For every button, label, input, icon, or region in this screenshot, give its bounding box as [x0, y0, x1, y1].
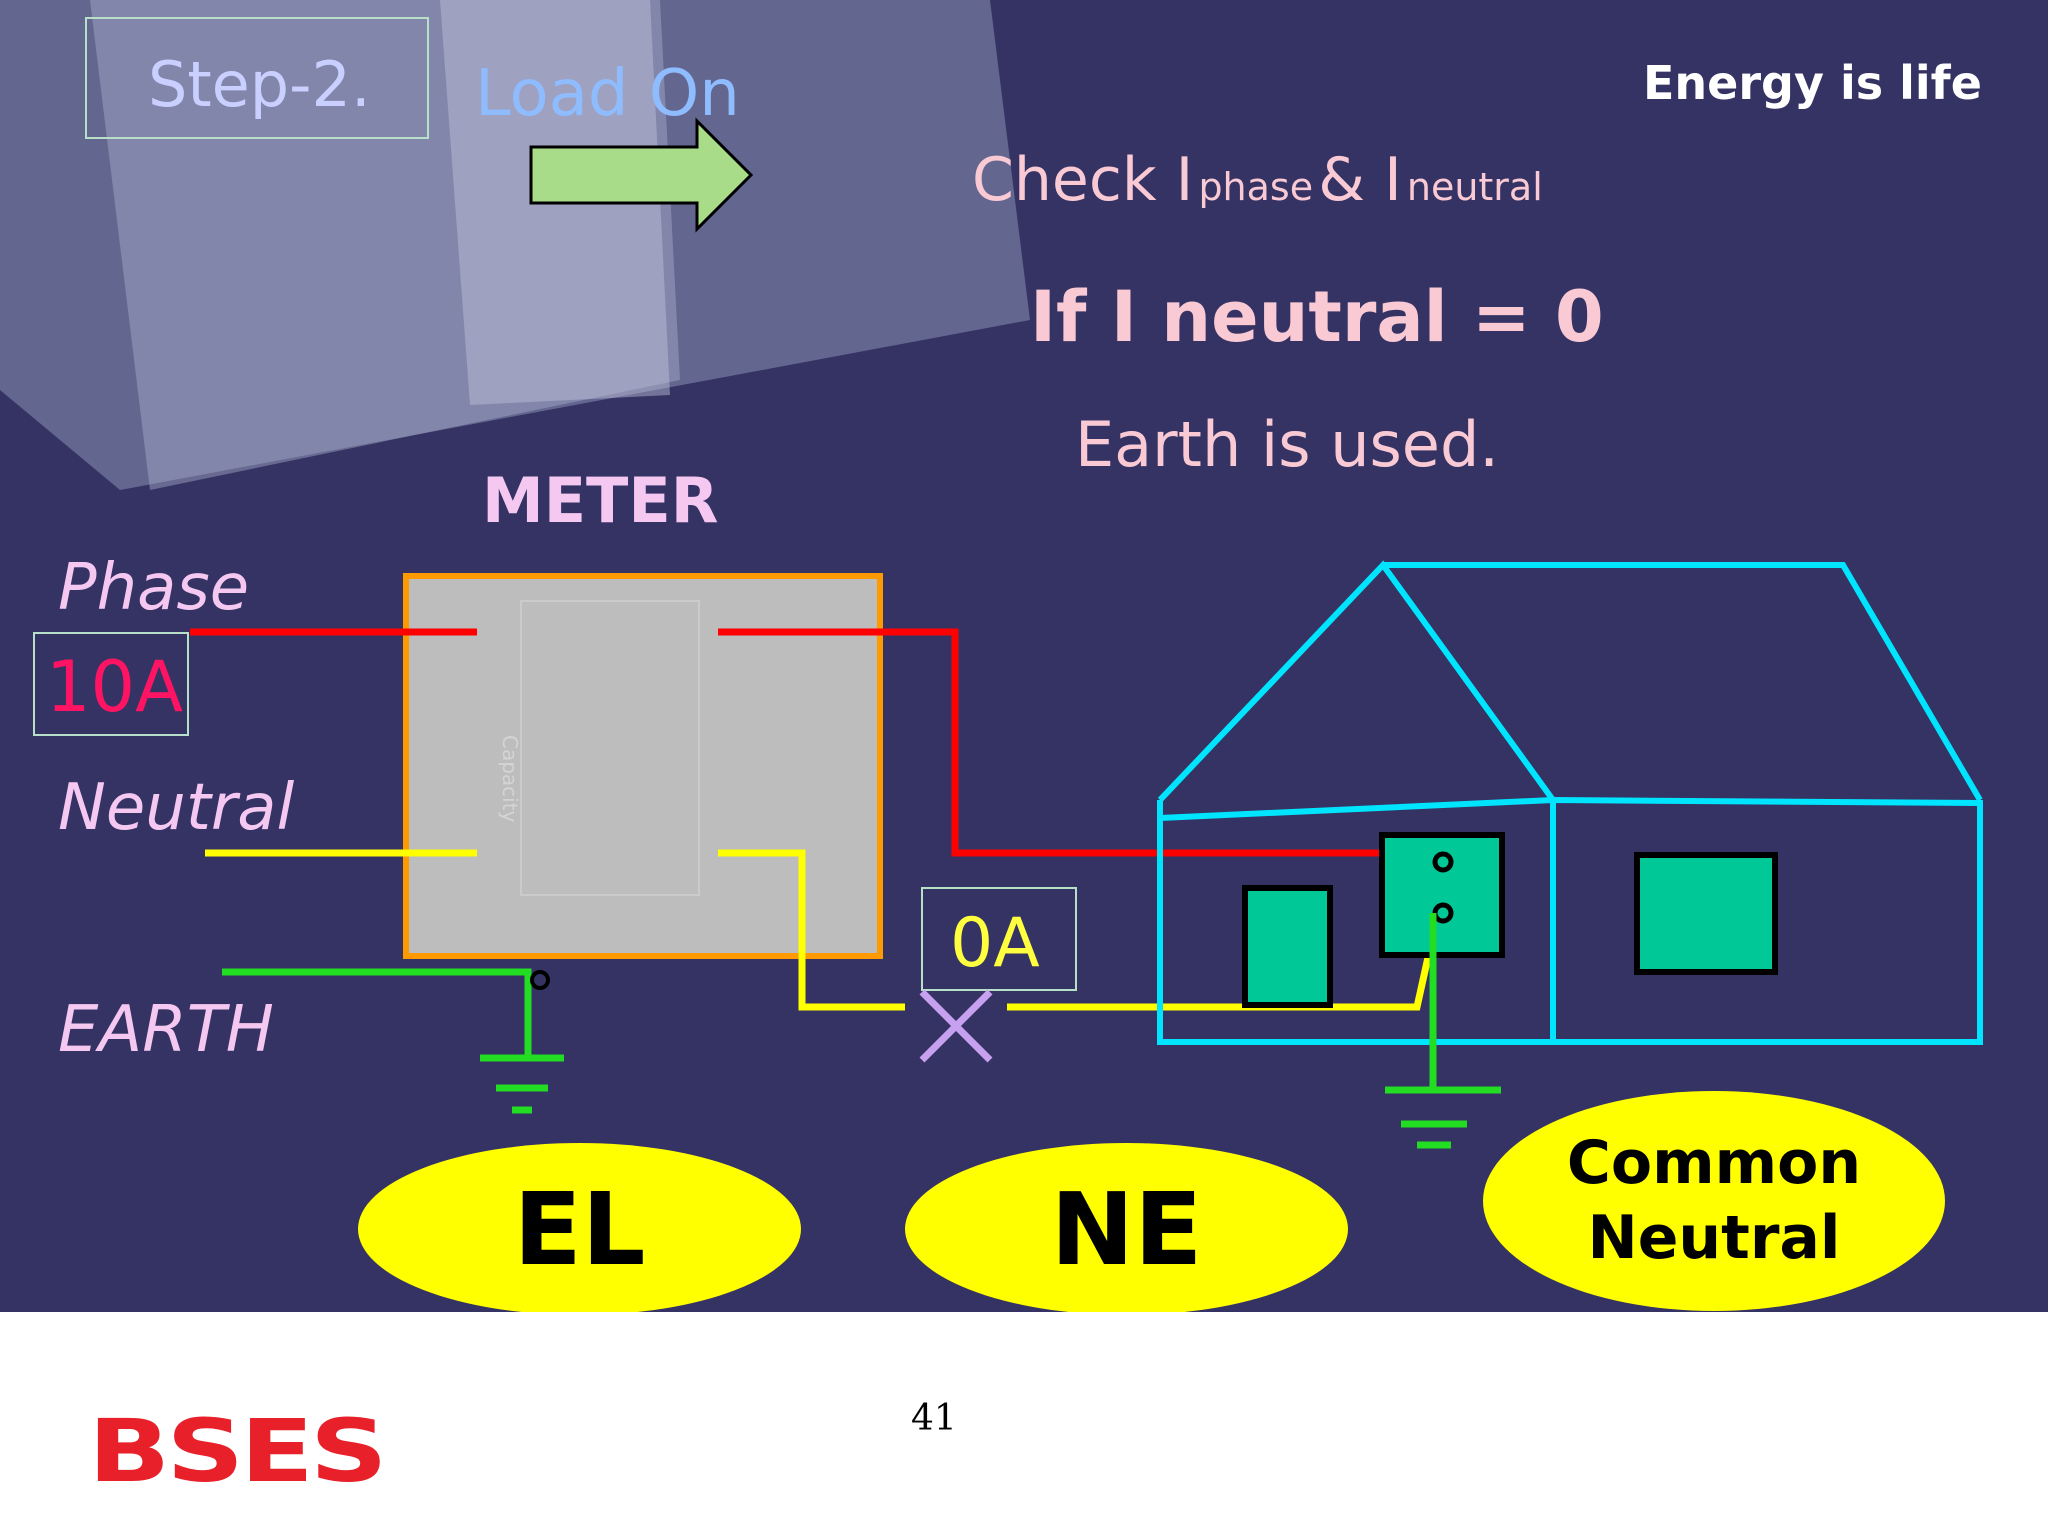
slide: Step-2. Load On Energy is life Check I p…: [0, 0, 2048, 1312]
check-amp: & I: [1318, 145, 1402, 215]
arrow-right-icon: [529, 117, 754, 233]
bses-logo: BSES: [88, 1402, 388, 1502]
check-heading: Check I phase & I neutral: [972, 150, 1543, 210]
earth-terminal: [530, 970, 550, 990]
earth-label: EARTH: [58, 993, 274, 1067]
socket-pin: [1432, 851, 1454, 873]
house-window: [1634, 852, 1778, 975]
meter-title: METER: [482, 464, 719, 537]
step-label: Step-2.: [148, 48, 371, 121]
break-cross-icon: [919, 989, 993, 1063]
neutral-label: Neutral: [58, 771, 295, 845]
phase-current: 10A: [46, 646, 183, 728]
earth-wire: [222, 968, 532, 1058]
phase-current-box: [33, 632, 189, 736]
oval-common-line2: Neutral: [1587, 1203, 1841, 1273]
meter-inner-panel: [520, 600, 700, 896]
oval-ne: NE: [905, 1143, 1348, 1312]
circuit-diagram: [190, 560, 1983, 1149]
oval-common-line1: Common: [1566, 1128, 1862, 1198]
tagline: Energy is life: [1643, 56, 1982, 110]
load-on-label: Load On: [475, 57, 740, 131]
neutral-current: 0A: [950, 904, 1040, 983]
house-roof: [1157, 560, 1556, 803]
check-phase: phase: [1198, 165, 1314, 209]
page-number: 41: [911, 1398, 957, 1439]
neutral-wire: [1007, 902, 1444, 1011]
phase-wire: [718, 628, 1432, 857]
oval-common-neutral: Common Neutral: [1483, 1091, 1945, 1311]
neutral-current-box: [921, 887, 1077, 991]
check-prefix: Check I: [972, 145, 1194, 215]
panel-decoration: [0, 0, 1030, 490]
house-roof: [1383, 562, 1983, 802]
check-neutral: neutral: [1406, 165, 1543, 209]
condition-text: If I neutral = 0: [1030, 276, 1604, 358]
oval-el: EL: [358, 1143, 801, 1312]
oval-ne-text: NE: [1050, 1170, 1203, 1288]
panel-decoration: [90, 0, 680, 490]
conclusion-text: Earth is used.: [1075, 408, 1500, 481]
phase-label: Phase: [58, 551, 250, 625]
oval-el-text: EL: [513, 1170, 646, 1288]
background-panels: [0, 0, 1030, 490]
step-label-box: [85, 17, 429, 139]
neutral-wire: [718, 849, 905, 1011]
house-socket: [1379, 832, 1505, 958]
house-door: [1242, 885, 1333, 1008]
